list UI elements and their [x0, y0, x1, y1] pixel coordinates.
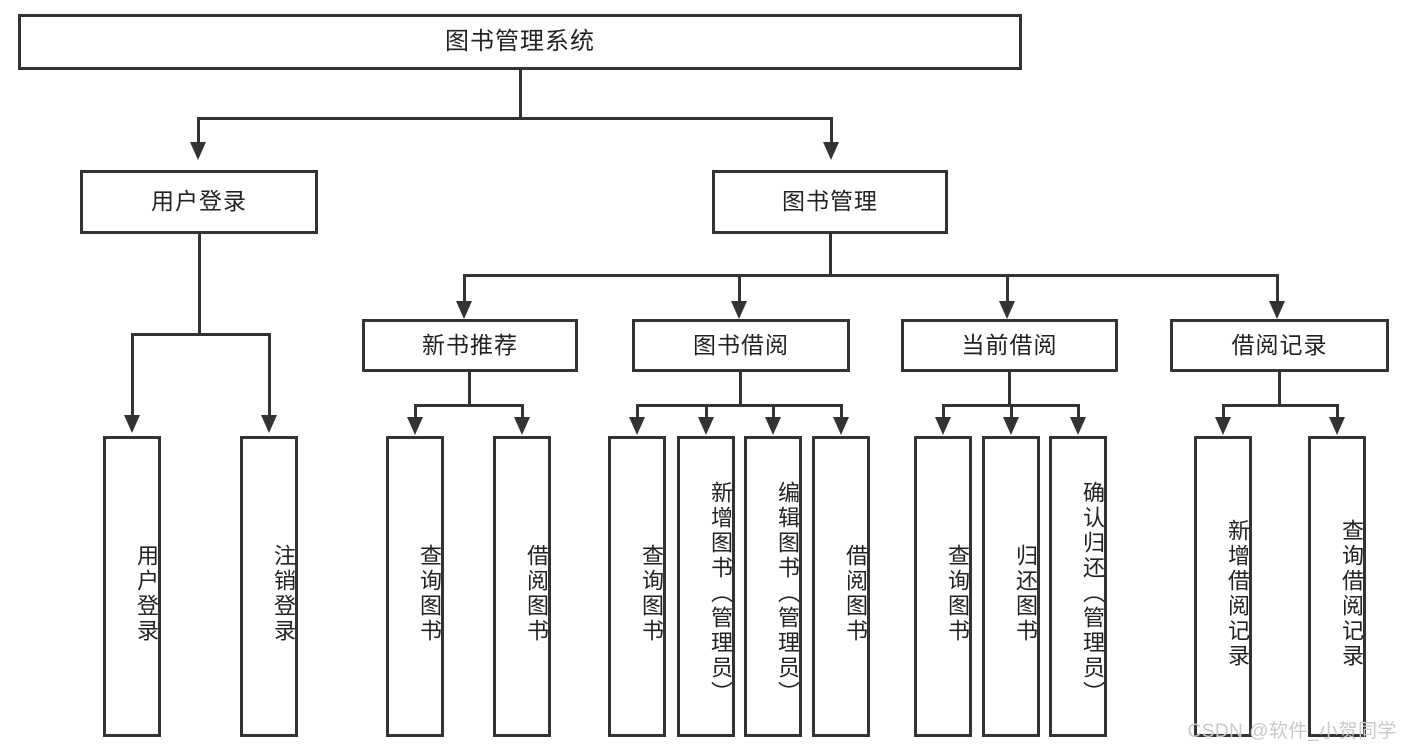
arrow-cb-to-leaf-2: [1003, 417, 1019, 435]
connector-book-management-branch-bar: [463, 274, 1279, 277]
arrow-root-to-book-management: [823, 142, 839, 160]
arrow-bb-to-leaf-1: [629, 417, 645, 435]
connector-book-management-stem: [829, 234, 832, 276]
node-label: 查询图书: [945, 543, 970, 644]
connector-br-to-leaf-2: [1336, 404, 1339, 420]
connector-bb-to-leaf-1: [636, 404, 639, 420]
connector-root-to-book-management: [830, 117, 833, 145]
node-new-book-recommend[interactable]: 新书推荐: [362, 319, 578, 372]
arrow-br-to-leaf-2: [1329, 417, 1345, 435]
connector-root-branch-bar: [197, 117, 833, 120]
node-current-borrow[interactable]: 当前借阅: [901, 319, 1118, 372]
connector-bm-to-book-borrow: [738, 274, 741, 304]
leaf-borrow-record-query-record[interactable]: 查询借阅记录: [1308, 436, 1366, 737]
node-label: 编辑图书（管理员）: [775, 481, 800, 706]
leaf-new-book-borrow-book[interactable]: 借阅图书: [493, 436, 551, 737]
connector-bm-to-current-borrow: [1006, 274, 1009, 304]
node-label: 用户登录: [134, 543, 159, 644]
arrow-bm-to-new-book: [456, 301, 472, 319]
connector-book-borrow-stem: [739, 372, 742, 406]
connector-bm-to-new-book: [463, 274, 466, 304]
arrow-root-to-user-login: [190, 142, 206, 160]
arrow-nb-to-leaf-2: [514, 417, 530, 435]
node-label: 归还图书: [1013, 543, 1038, 644]
connector-new-book-branch-bar: [414, 404, 524, 407]
node-label: 图书管理系统: [445, 27, 595, 55]
arrow-user-login-to-leaf-2: [261, 415, 277, 433]
connector-bb-to-leaf-4: [840, 404, 843, 420]
connector-current-borrow-stem: [1008, 372, 1011, 406]
leaf-borrow-record-add-record[interactable]: 新增借阅记录: [1194, 436, 1252, 737]
connector-root-to-user-login: [197, 117, 200, 145]
node-label: 当前借阅: [961, 331, 1058, 358]
leaf-current-borrow-confirm-return-admin[interactable]: 确认归还（管理员）: [1049, 436, 1107, 737]
connector-user-login-stem: [198, 234, 201, 335]
connector-user-login-branch-bar: [131, 333, 271, 336]
node-book-borrow[interactable]: 图书借阅: [632, 319, 850, 372]
connector-br-to-leaf-1: [1222, 404, 1225, 420]
connector-cb-to-leaf-3: [1077, 404, 1080, 420]
node-label: 图书借阅: [693, 331, 789, 358]
connector-borrow-record-stem: [1278, 372, 1281, 406]
leaf-user-login-login[interactable]: 用户登录: [103, 436, 161, 737]
node-label: 查询图书: [417, 543, 442, 644]
node-label: 查询图书: [639, 543, 664, 644]
arrow-user-login-to-leaf-1: [124, 415, 140, 433]
arrow-br-to-leaf-1: [1215, 417, 1231, 435]
leaf-book-borrow-query-book[interactable]: 查询图书: [608, 436, 666, 737]
node-label: 用户登录: [151, 188, 247, 215]
connector-root-stem: [519, 70, 522, 119]
leaf-current-borrow-return-book[interactable]: 归还图书: [982, 436, 1040, 737]
connector-cb-to-leaf-1: [942, 404, 945, 420]
node-label: 新书推荐: [422, 331, 518, 358]
arrow-cb-to-leaf-3: [1070, 417, 1086, 435]
connector-new-book-stem: [468, 372, 471, 406]
node-label: 查询借阅记录: [1339, 518, 1364, 669]
leaf-new-book-query-book[interactable]: 查询图书: [386, 436, 444, 737]
connector-nb-to-leaf-2: [521, 404, 524, 420]
node-book-management[interactable]: 图书管理: [712, 170, 948, 234]
connector-nb-to-leaf-1: [414, 404, 417, 420]
connector-cb-to-leaf-2: [1010, 404, 1013, 420]
node-label: 新增借阅记录: [1225, 518, 1250, 669]
node-label: 注销登录: [271, 543, 296, 644]
node-user-login[interactable]: 用户登录: [80, 170, 318, 234]
leaf-book-borrow-borrow-book[interactable]: 借阅图书: [812, 436, 870, 737]
connector-bm-to-borrow-record: [1276, 274, 1279, 304]
arrow-nb-to-leaf-1: [407, 417, 423, 435]
leaf-current-borrow-query-book[interactable]: 查询图书: [914, 436, 972, 737]
arrow-bm-to-book-borrow: [731, 301, 747, 319]
arrow-bm-to-current-borrow: [999, 301, 1015, 319]
node-root-book-management-system[interactable]: 图书管理系统: [18, 14, 1022, 70]
node-label: 新增图书（管理员）: [708, 481, 733, 706]
connector-bb-to-leaf-2: [705, 404, 708, 420]
connector-borrow-record-branch-bar: [1222, 404, 1339, 407]
connector-book-borrow-branch-bar: [636, 404, 842, 407]
leaf-book-borrow-edit-book-admin[interactable]: 编辑图书（管理员）: [744, 436, 802, 737]
arrow-bb-to-leaf-4: [833, 417, 849, 435]
leaf-book-borrow-add-book-admin[interactable]: 新增图书（管理员）: [677, 436, 735, 737]
arrow-bm-to-borrow-record: [1269, 301, 1285, 319]
arrow-bb-to-leaf-2: [698, 417, 714, 435]
node-label: 图书管理: [782, 188, 878, 215]
node-borrow-record[interactable]: 借阅记录: [1170, 319, 1389, 372]
watermark-text: CSDN @软件_小贺同学: [1187, 721, 1397, 742]
node-label: 借阅记录: [1231, 331, 1328, 358]
connector-bb-to-leaf-3: [772, 404, 775, 420]
node-label: 借阅图书: [524, 543, 549, 644]
leaf-user-login-logout[interactable]: 注销登录: [240, 436, 298, 737]
node-label: 确认归还（管理员）: [1080, 481, 1105, 706]
connector-user-login-to-leaf-1: [131, 333, 134, 418]
node-label: 借阅图书: [843, 543, 868, 644]
arrow-cb-to-leaf-1: [935, 417, 951, 435]
arrow-bb-to-leaf-3: [765, 417, 781, 435]
connector-user-login-to-leaf-2: [268, 333, 271, 418]
